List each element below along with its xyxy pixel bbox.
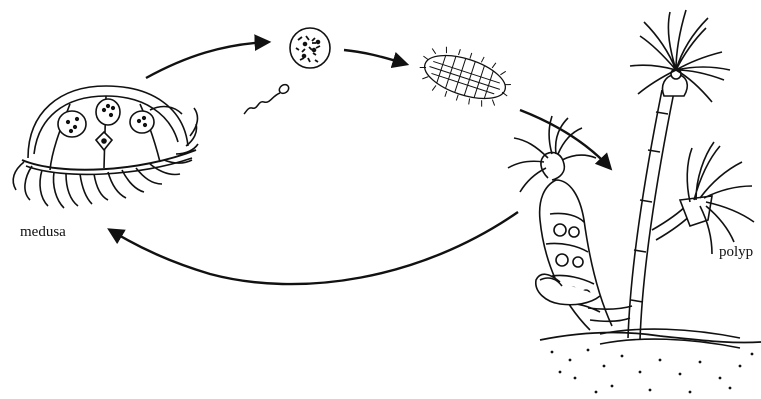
polyp-label: polyp	[719, 244, 761, 261]
sperm-illustration	[244, 83, 290, 114]
medusa-illustration	[13, 86, 198, 208]
arrow-medusa-to-egg	[146, 42, 268, 78]
egg-illustration	[290, 28, 330, 68]
polyp-colony-illustration	[508, 10, 761, 393]
arrow-egg-to-larva	[344, 50, 406, 64]
medusa-label: medusa	[20, 224, 66, 241]
arrow-polyp-to-medusa	[110, 212, 518, 284]
planula-larva-illustration	[414, 39, 517, 115]
